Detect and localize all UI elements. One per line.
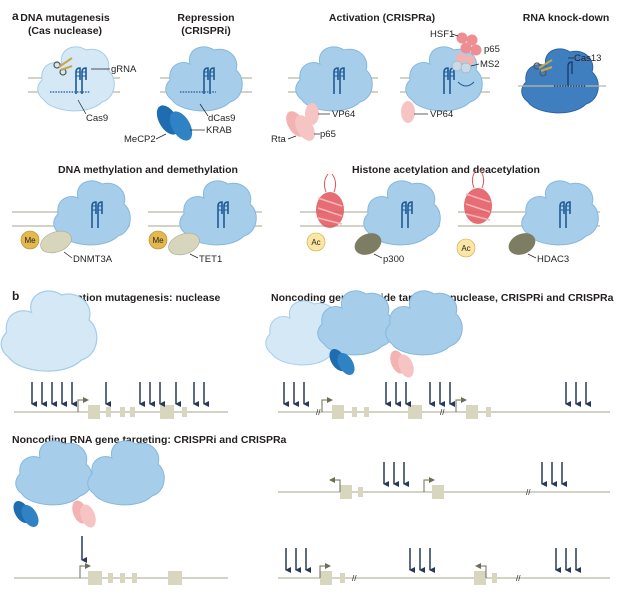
label-ac-2: Ac <box>461 244 470 253</box>
label-hsf1: HSF1 <box>430 29 454 40</box>
label-dcas9: dCas9 <box>208 113 235 124</box>
exons-rna-1 <box>88 571 182 585</box>
nucleosome-2 <box>464 169 492 224</box>
label-rta: Rta <box>271 134 287 145</box>
saturation-diagram: Saturation mutagenesis: nuclease <box>0 290 228 419</box>
panel-label-b: b <box>12 289 19 303</box>
label-ms2: MS2 <box>480 59 500 70</box>
exons-rna-2 <box>340 485 444 499</box>
mutagenesis-diagram: DNA mutagenesis (Cas nuclease) gRNA Cas9 <box>20 12 137 124</box>
label-tet1: TET1 <box>199 254 222 265</box>
acetylation-diagram: Histone acetylation and deacetylation Ac… <box>300 164 600 265</box>
title-repression-line1: Repression <box>177 12 234 24</box>
scissors-icon <box>53 57 73 76</box>
label-vp64-1: VP64 <box>332 109 355 120</box>
break-4: // <box>352 574 357 583</box>
label-vp64-2: VP64 <box>430 109 453 120</box>
title-mutagenesis-line1: DNA mutagenesis <box>20 12 110 24</box>
title-knockdown: RNA knock-down <box>523 12 610 24</box>
hsf1-cluster <box>451 32 482 74</box>
title-repression-line2: (CRISPRi) <box>181 25 231 37</box>
nucleosome-1 <box>316 173 344 228</box>
label-p65-1: p65 <box>320 129 336 140</box>
title-acetylation: Histone acetylation and deacetylation <box>352 164 540 176</box>
panel-label-a: a <box>12 9 19 23</box>
label-me-2: Me <box>152 236 164 245</box>
label-cas9: Cas9 <box>86 113 108 124</box>
activation-diagram: Activation (CRISPRa) VP64 p65 Rta HSF1 p… <box>271 12 500 145</box>
label-hdac3: HDAC3 <box>537 254 569 265</box>
title-methylation: DNA methylation and demethylation <box>58 164 238 176</box>
break-1: // <box>316 408 321 417</box>
title-noncoding-rna: Noncoding RNA gene targeting: CRISPRi an… <box>12 434 287 446</box>
break-5: // <box>516 574 521 583</box>
label-ac-1: Ac <box>311 238 320 247</box>
break-2: // <box>440 408 445 417</box>
noncoding-genome-diagram: Noncoding genome-wide targeting: nucleas… <box>265 290 614 419</box>
label-dnmt3a: DNMT3A <box>73 254 113 265</box>
exons-rna-3 <box>320 571 497 585</box>
label-krab: KRAB <box>206 125 232 136</box>
scissors-icon-2 <box>533 59 553 77</box>
label-p300: p300 <box>383 254 404 265</box>
exons-saturation <box>88 405 187 419</box>
repression-diagram: Repression (CRISPRi) dCas9 KRAB MeCP2 <box>124 12 252 145</box>
label-cas13: Cas13 <box>574 53 601 64</box>
label-mecp2: MeCP2 <box>124 134 156 145</box>
exons-genome <box>332 405 491 419</box>
title-activation: Activation (CRISPRa) <box>329 12 435 24</box>
title-saturation: Saturation mutagenesis: nuclease <box>50 292 221 304</box>
methylation-diagram: DNA methylation and demethylation Me DNM… <box>12 164 262 265</box>
label-me-1: Me <box>24 236 36 245</box>
title-mutagenesis-line2: (Cas nuclease) <box>28 25 102 37</box>
break-3: // <box>526 488 531 497</box>
noncoding-rna-diagram: Noncoding RNA gene targeting: CRISPRi an… <box>12 434 610 585</box>
knockdown-diagram: RNA knock-down Cas13 <box>518 12 610 114</box>
label-grna: gRNA <box>111 64 137 75</box>
label-p65-2: p65 <box>484 44 500 55</box>
